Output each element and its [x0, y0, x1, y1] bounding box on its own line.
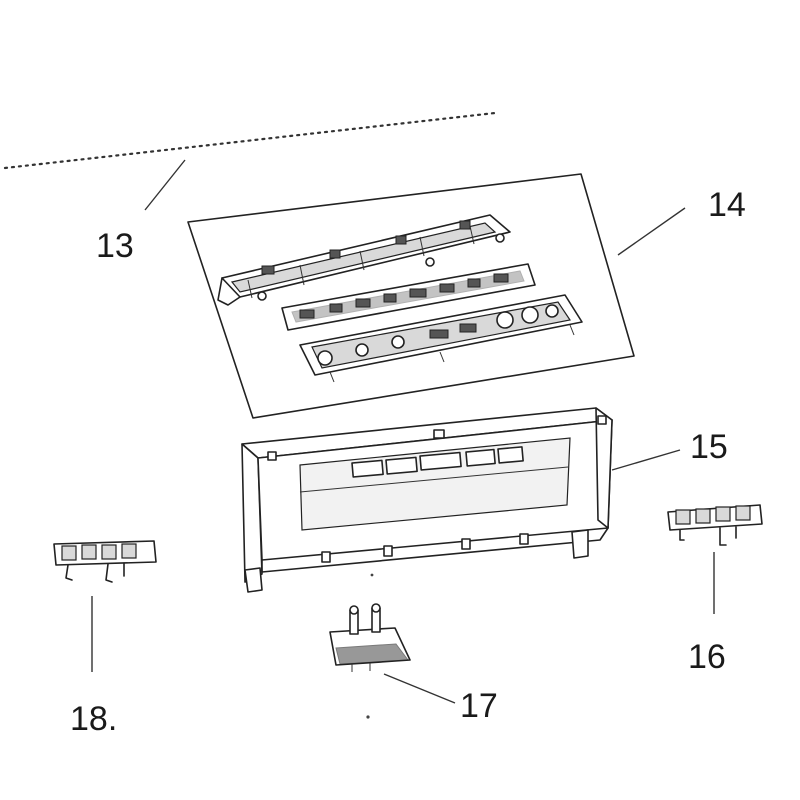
part-13-dotted-line [3, 111, 497, 170]
board-middle [281, 263, 536, 331]
callout-14: 14 [708, 186, 746, 224]
part-16-switch-block [667, 504, 763, 546]
callout-15: 15 [690, 428, 728, 466]
callout-17: 17 [460, 687, 498, 725]
board-lower [299, 294, 583, 383]
part-17-bracket [329, 603, 411, 672]
part-14-control-board-panel [187, 173, 635, 419]
leader-17 [383, 673, 456, 704]
part-15-control-panel-housing [241, 407, 613, 593]
leader-15 [611, 449, 681, 471]
callout-16: 16 [688, 638, 726, 676]
callout-13: 13 [96, 227, 134, 265]
leader-14 [617, 207, 686, 256]
display-cutouts [351, 446, 524, 478]
board-upper [217, 214, 511, 306]
callout-18: 18. [70, 700, 117, 738]
part-18-switch-block [53, 540, 157, 583]
speck [366, 715, 370, 719]
speck [370, 573, 374, 577]
leader-13 [144, 159, 186, 211]
